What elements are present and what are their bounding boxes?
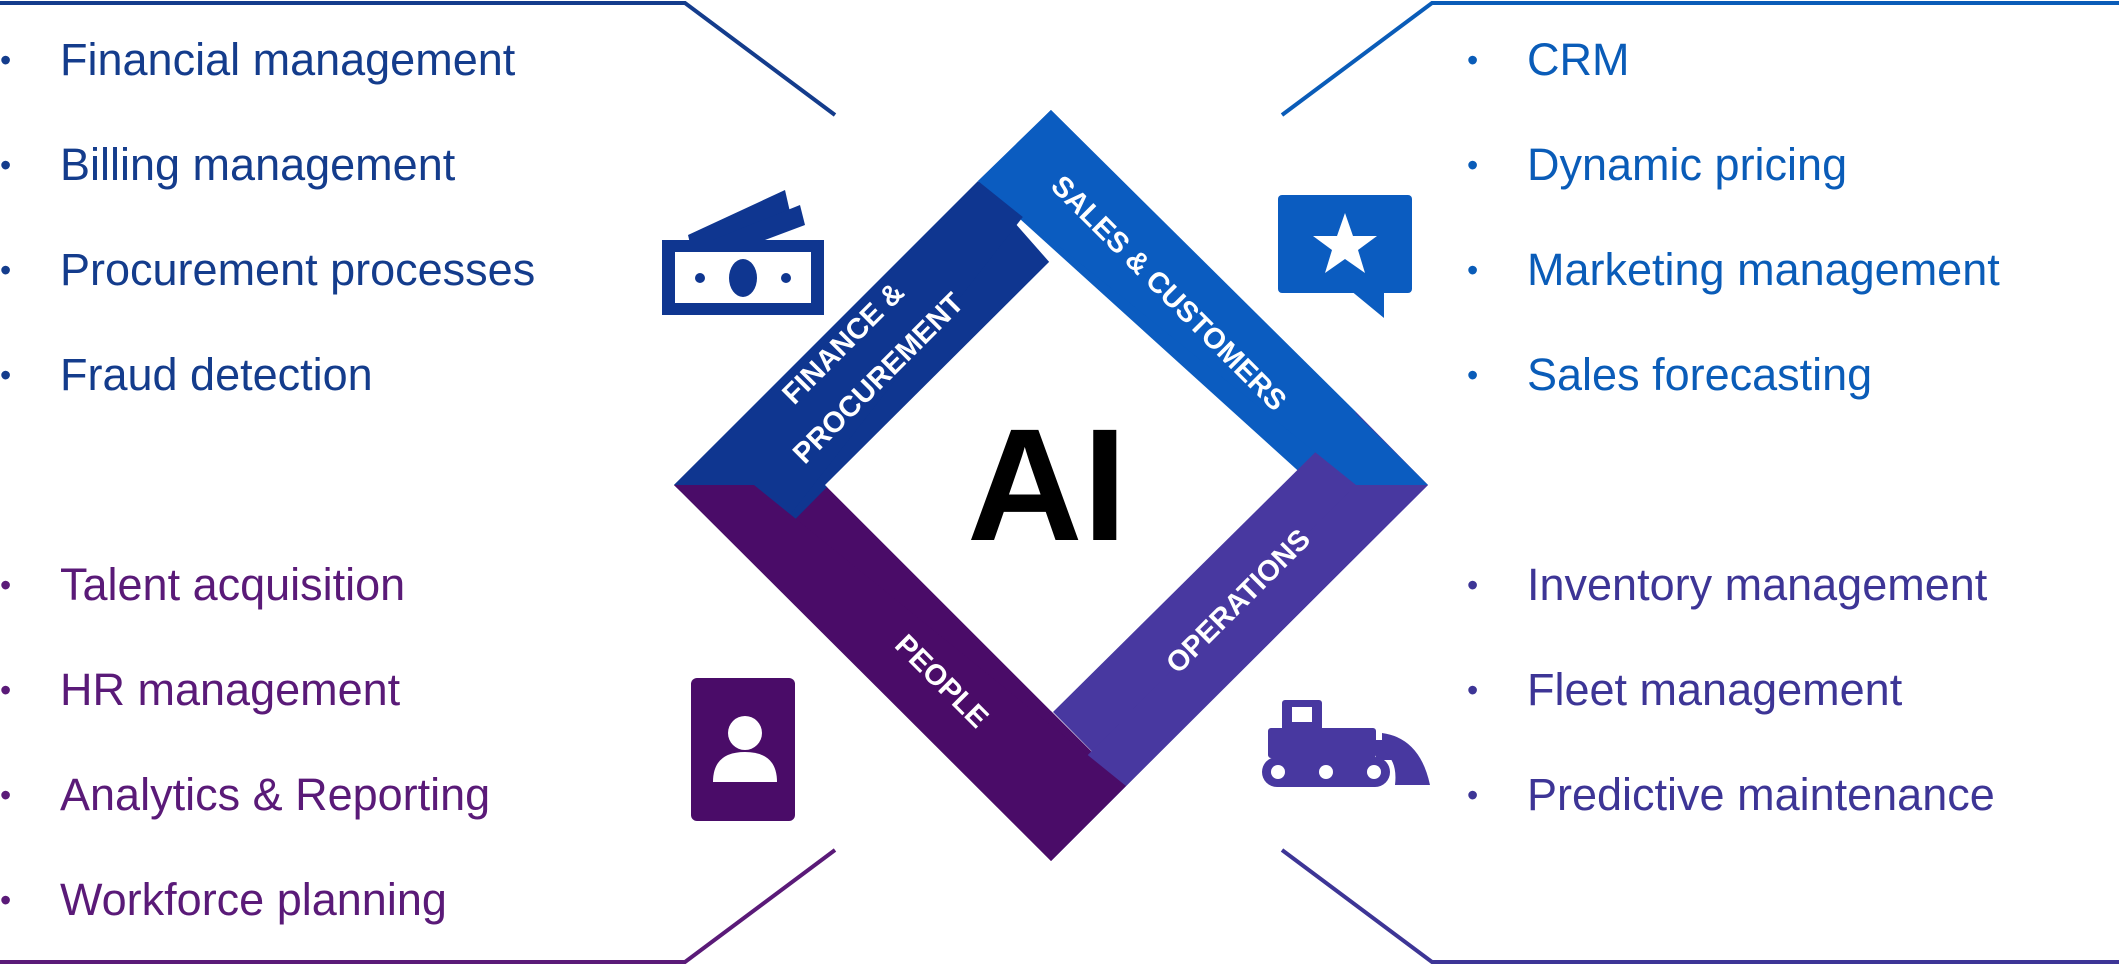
bullet: • (0, 882, 12, 918)
bullet: • (1467, 777, 1479, 813)
list-item: • Analytics & Reporting (0, 765, 490, 870)
bullet: • (1467, 42, 1479, 78)
operations-bracket-line (1280, 848, 2119, 964)
bullet: • (1467, 567, 1479, 603)
people-list: • Talent acquisition • HR management • Anal… (0, 555, 490, 975)
people-bracket-line (0, 848, 837, 964)
list-item: • Fraud detection (0, 345, 535, 450)
list-item-label: Workforce planning (60, 874, 447, 925)
list-item-label: Procurement processes (60, 244, 536, 295)
bullet: • (0, 777, 12, 813)
id-badge-icon (691, 678, 795, 821)
bulldozer-icon (1262, 700, 1430, 787)
list-item: • Fleet management (1467, 660, 1995, 765)
bullet: • (0, 567, 12, 603)
list-item-label: Dynamic pricing (1527, 139, 1848, 190)
finance-list: • Financial management • Billing managemen… (0, 30, 535, 450)
operations-band-outer (1051, 485, 1428, 861)
star-chat-icon (1278, 195, 1412, 318)
list-item-label: Analytics & Reporting (60, 769, 491, 820)
sales-bracket-line (1280, 1, 2119, 117)
sales-list: • CRM • Dynamic pricing • Marketing managem… (1467, 30, 2000, 450)
finance-bracket-line (0, 1, 837, 117)
bullet: • (0, 672, 12, 708)
bullet: • (0, 357, 12, 393)
list-item: • Financial management (0, 30, 535, 135)
list-item-label: Billing management (60, 139, 456, 190)
finance-band-outer (674, 110, 1051, 561)
ai-center-label: AI (967, 395, 1127, 574)
list-item: • Marketing management (1467, 240, 2000, 345)
sales-band-outer (978, 110, 1428, 485)
list-item: • CRM (1467, 30, 2000, 135)
list-item-label: Fraud detection (60, 349, 373, 400)
list-item-label: CRM (1527, 34, 1630, 85)
bullet: • (0, 252, 12, 288)
money-bills-icon (662, 190, 824, 315)
inner-diamond (825, 260, 1277, 711)
bullet: • (1467, 252, 1479, 288)
list-item-label: HR management (60, 664, 401, 715)
list-item: • Workforce planning (0, 870, 490, 975)
bullet: • (1467, 357, 1479, 393)
list-item: • Predictive maintenance (1467, 765, 1995, 870)
list-item: • Dynamic pricing (1467, 135, 2000, 240)
people-band-outer (674, 485, 1126, 861)
list-item: • Talent acquisition (0, 555, 490, 660)
operations-list: •Inventory management •Fleet management … (1467, 555, 1995, 870)
bullet: • (0, 147, 12, 183)
list-item: • Procurement processes (0, 240, 535, 345)
list-item-label: Inventory management (1527, 559, 1988, 610)
list-item: • Sales forecasting (1467, 345, 2000, 450)
list-item: • Inventory management (1467, 555, 1995, 660)
list-item-label: Predictive maintenance (1527, 769, 1995, 820)
list-item-label: Fleet management (1527, 664, 1903, 715)
list-item-label: Sales forecasting (1527, 349, 1873, 400)
list-item-label: Financial management (60, 34, 516, 85)
list-item-label: Marketing management (1527, 244, 2000, 295)
list-item: • HR management (0, 660, 490, 765)
list-item-label: Talent acquisition (60, 559, 406, 610)
bullet: • (1467, 147, 1479, 183)
bullet: • (0, 42, 12, 78)
bullet: • (1467, 672, 1479, 708)
operations-band (1053, 412, 1428, 786)
list-item: • Billing management (0, 135, 535, 240)
